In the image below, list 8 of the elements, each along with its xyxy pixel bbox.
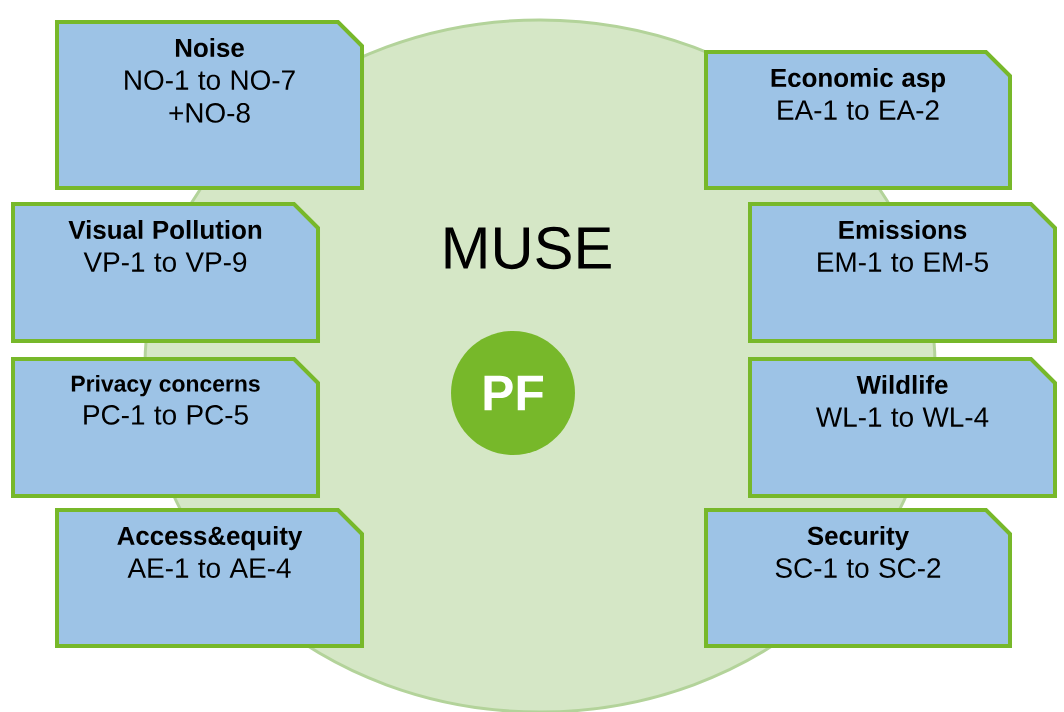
category-box: Emissions EM-1 to EM-5 <box>748 202 1057 343</box>
category-box: Security SC-1 to SC-2 <box>704 508 1012 648</box>
category-box: Access&equity AE-1 to AE-4 <box>55 508 364 648</box>
category-box: Privacy concerns PC-1 to PC-5 <box>11 357 320 498</box>
category-box: Noise NO-1 to NO-7 +NO-8 <box>55 20 364 190</box>
category-box: Visual Pollution VP-1 to VP-9 <box>11 202 320 343</box>
category-box: Economic asp EA-1 to EA-2 <box>704 50 1012 190</box>
category-box: Wildlife WL-1 to WL-4 <box>748 357 1057 498</box>
